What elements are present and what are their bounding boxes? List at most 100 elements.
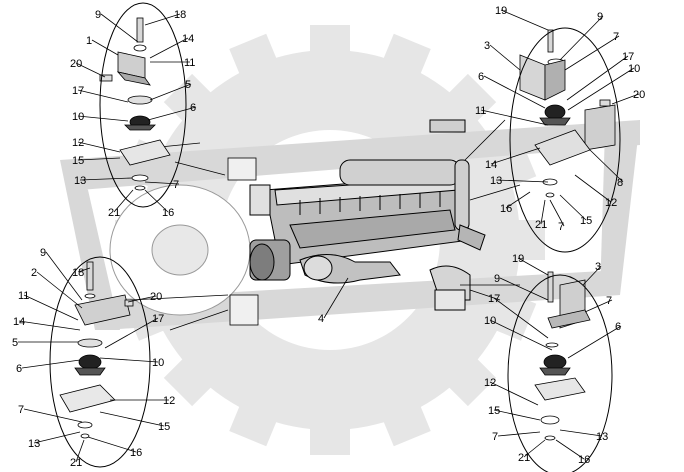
group-ovals [49, 2, 621, 472]
callout-number: 17 [152, 313, 164, 325]
leader-line [79, 177, 133, 181]
leader-line [323, 277, 349, 319]
callout-number: 12 [72, 137, 84, 149]
leader-line [104, 317, 159, 349]
stack-top-right [519, 29, 616, 198]
leader-line [559, 429, 603, 437]
leader-line [517, 257, 549, 276]
leader-line [100, 13, 139, 43]
callout-number: 19 [512, 253, 524, 265]
leader-line [21, 359, 81, 369]
callout-number: 19 [495, 5, 507, 17]
callout-number: 16 [500, 203, 512, 215]
leader-line [77, 141, 121, 153]
leader-line [77, 115, 129, 122]
stack-top-left [99, 17, 171, 191]
leader-line [113, 189, 134, 213]
callout-number: 14 [13, 316, 25, 328]
leader-line [36, 271, 83, 309]
leader-line [490, 147, 541, 165]
leader-line [91, 39, 119, 56]
callout-number: 2 [31, 267, 37, 279]
leader-line [559, 15, 604, 61]
callout-number: 1 [86, 35, 92, 47]
callout-number: 6 [478, 71, 484, 83]
mount-bracket-front [227, 157, 257, 181]
stack-bottom-right [534, 271, 591, 441]
leader-line [149, 37, 189, 59]
leader-line [567, 325, 622, 359]
callout-number: 21 [108, 207, 120, 219]
callout-number: 21 [70, 457, 82, 469]
callout-number: 6 [615, 321, 621, 333]
callout-number: 17 [488, 293, 500, 305]
leader-line [549, 199, 565, 227]
leader-line [493, 297, 549, 339]
callout-number: 21 [535, 219, 547, 231]
leader-line [582, 265, 602, 286]
callout-number: 11 [475, 105, 486, 117]
callout-number: 8 [617, 177, 623, 189]
leader-line [566, 55, 629, 101]
gear-tooth [310, 415, 350, 455]
leader-line [564, 35, 620, 71]
leader-line [489, 44, 521, 71]
callout-number: 9 [597, 11, 603, 23]
callout-number: 9 [494, 273, 500, 285]
callout-number: 14 [485, 159, 497, 171]
leader-line [149, 83, 192, 101]
leader-line [23, 408, 83, 423]
callout-number: 11 [18, 290, 29, 302]
leader-line [567, 67, 635, 111]
leader-line [77, 89, 129, 103]
leader-line [75, 62, 106, 78]
gear-tooth [439, 349, 497, 407]
callout-number: 10 [72, 111, 84, 123]
callout-number: 10 [152, 357, 164, 369]
gear-tooth [163, 349, 221, 407]
callout-number: 15 [580, 215, 592, 227]
leader-line [45, 251, 83, 301]
leader-line [555, 439, 585, 460]
mount-bracket-rear [229, 294, 259, 326]
gear-tooth [310, 25, 350, 65]
leader-line [75, 439, 85, 463]
callout-number: 21 [518, 452, 530, 464]
leader-line [77, 267, 91, 273]
leader-line [127, 295, 157, 303]
stack-bottom-left [59, 261, 134, 439]
callout-number: 13 [596, 431, 608, 443]
leader-line [495, 179, 549, 183]
leader-line [87, 436, 137, 453]
callout-number: 12 [605, 197, 617, 209]
leader-line [523, 439, 546, 458]
callout-number: 16 [162, 207, 174, 219]
callout-number: 6 [190, 102, 196, 114]
callout-number: 16 [578, 454, 590, 466]
leader-line [77, 157, 121, 161]
gear-tooth [378, 394, 431, 447]
leader-line [500, 9, 549, 31]
leader-line [33, 431, 81, 444]
engine-assembly [249, 119, 486, 311]
leader-line [540, 199, 546, 225]
leader-line [611, 93, 640, 105]
callout-number: 18 [72, 267, 84, 279]
leader-line [480, 109, 549, 126]
leader-line [99, 357, 159, 363]
leader-line [493, 409, 541, 421]
leader-line [23, 294, 79, 321]
callout-number: 15 [158, 421, 170, 433]
callout-number: 7 [18, 404, 24, 416]
callout-number: 15 [488, 405, 500, 417]
leader-line [499, 277, 549, 301]
leader-line [144, 189, 169, 213]
callout-number: 13 [74, 175, 86, 187]
leader-line [144, 181, 180, 185]
callout-number: 15 [72, 155, 84, 167]
callout-number: 10 [628, 63, 640, 75]
callout-number: 16 [130, 447, 142, 459]
